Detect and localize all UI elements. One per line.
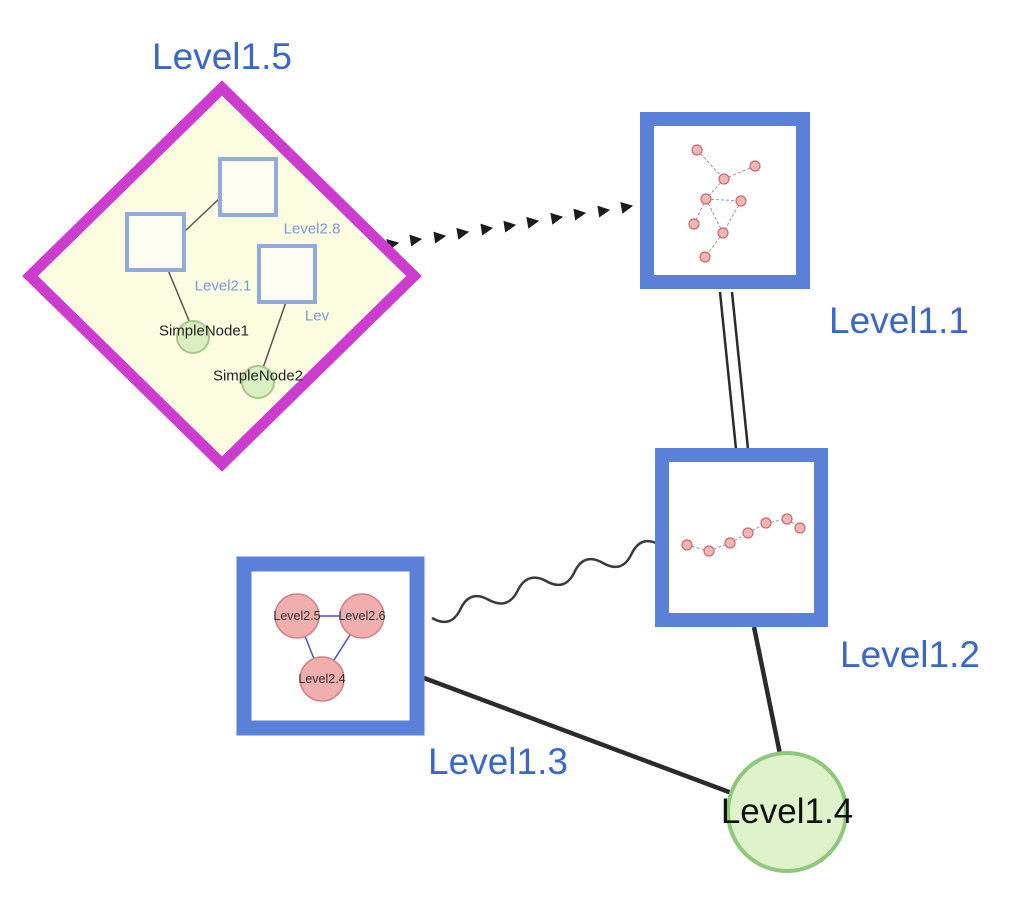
edge[interactable] — [705, 198, 742, 202]
node-level1-2-box[interactable] — [655, 448, 828, 627]
graph-node[interactable] — [742, 527, 754, 539]
level1-2-inner-nodes — [681, 513, 806, 557]
node-level2-1-square[interactable] — [125, 212, 186, 272]
graph-node[interactable] — [699, 251, 711, 263]
graph-node[interactable] — [700, 193, 712, 205]
node-lev-square[interactable] — [257, 244, 317, 304]
edge-level1-2-to-level1-4[interactable] — [751, 626, 783, 755]
graph-node[interactable] — [760, 517, 772, 529]
graph-node[interactable] — [703, 545, 715, 557]
graph-node[interactable] — [717, 227, 729, 239]
graph-node[interactable] — [691, 144, 703, 156]
edge-level1-2-to-level1-3[interactable] — [431, 539, 661, 624]
graph-node[interactable] — [781, 513, 793, 525]
graph-node[interactable] — [749, 160, 761, 172]
graph-node[interactable] — [724, 537, 736, 549]
level1-1-inner-nodes — [688, 144, 761, 263]
graph-node[interactable] — [794, 522, 806, 534]
graph-node[interactable] — [718, 173, 730, 185]
node-level2-8-square[interactable] — [218, 157, 278, 217]
node-level2-5[interactable] — [274, 593, 320, 639]
edge[interactable] — [723, 165, 756, 180]
edge[interactable] — [705, 198, 724, 234]
graph-node[interactable] — [681, 539, 693, 551]
edge[interactable] — [686, 544, 710, 552]
node-simplenode2[interactable] — [241, 365, 275, 399]
edge-lev-to-simplenode2[interactable] — [262, 301, 287, 369]
edge-level2-1-to-level2-8[interactable] — [183, 197, 221, 233]
edge-level1-5-to-level1-1[interactable] — [386, 201, 634, 251]
edge[interactable] — [708, 542, 731, 552]
graph-node[interactable] — [735, 195, 747, 207]
edge-level1-1-to-level1-2[interactable] — [718, 291, 750, 450]
node-level1-1-box[interactable] — [640, 112, 810, 289]
node-level1-3-box[interactable] — [236, 556, 425, 736]
node-level1-4[interactable] — [726, 751, 848, 873]
edge[interactable] — [696, 149, 725, 180]
edge-level1-3-to-level1-4[interactable] — [423, 675, 738, 798]
edge-level2-1-to-simplenode1[interactable] — [167, 269, 191, 324]
node-level2-4[interactable] — [299, 656, 345, 702]
node-simplenode1[interactable] — [176, 320, 210, 354]
edge[interactable] — [722, 200, 742, 234]
node-level2-6[interactable] — [339, 593, 385, 639]
node-level1-5-diamond[interactable] — [22, 80, 422, 472]
graph-node[interactable] — [688, 218, 700, 230]
